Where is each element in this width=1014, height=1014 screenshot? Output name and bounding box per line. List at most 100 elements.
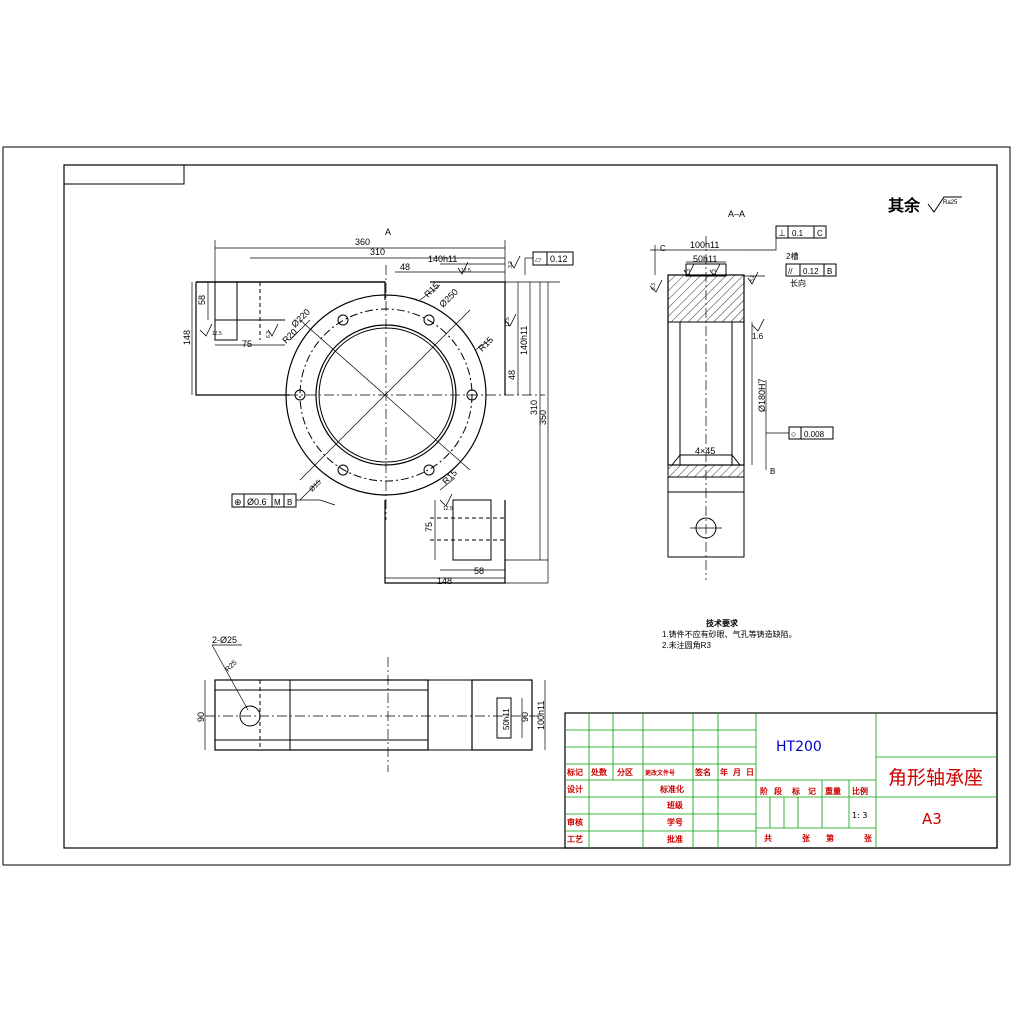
dim-140h11-right: 140h11 <box>519 326 529 355</box>
roughness-6: 12.5 <box>443 506 453 512</box>
perp-tol-symbol: ⊥ <box>778 228 786 238</box>
part-name: 角形轴承座 <box>888 767 983 789</box>
weight-label: 重量 <box>825 786 841 796</box>
scale-label: 比例 <box>852 786 868 796</box>
section-view: A–A <box>649 209 789 580</box>
bolt-hole <box>337 314 349 326</box>
perpendicularity-frame: ⊥ 0.1 C <box>775 225 827 239</box>
front-view: A <box>191 227 560 584</box>
row-label-6: 月 <box>732 768 741 777</box>
position-tolerance-frame: ⊕ Ø0.6 M B <box>231 493 320 508</box>
dim-dia250: Ø250 <box>437 287 460 310</box>
dim-50h11-section: 50h11 <box>693 254 717 264</box>
dim-holes: 2-Ø25 <box>212 635 237 645</box>
dim-90-right: 90 <box>520 712 530 722</box>
flatness-tol-value: 0.12 <box>550 254 568 264</box>
inner-frame <box>63 164 998 849</box>
sheets-label: 张 <box>802 834 811 843</box>
position-tol-value: Ø0.6 <box>247 497 267 507</box>
dim-100h11-top: 100h11 <box>536 701 546 730</box>
standardization-label: 标准化 <box>659 784 684 794</box>
flatness-tolerance-frame: ▱ 0.12 <box>524 251 574 275</box>
bolt-hole <box>423 464 435 476</box>
dim-148-left: 148 <box>182 330 192 345</box>
stage-label-3: 记 <box>808 786 816 796</box>
outer-frame <box>2 146 1011 866</box>
bolt-hole <box>423 314 435 326</box>
par-tol-note1: 2槽 <box>786 251 798 261</box>
material: HT200 <box>776 739 822 755</box>
sec-roughness-4: 3.2 <box>750 275 756 282</box>
roughness-2: 6.3 <box>266 331 272 338</box>
parallelism-frame: 2槽 // 0.12 B 长向 <box>785 251 837 288</box>
sec-roughness-3: 3.2 <box>712 269 718 276</box>
top-view <box>204 644 546 772</box>
dim-58-left: 58 <box>197 295 207 305</box>
perp-tol-datum: C <box>817 229 823 238</box>
stage-label-2: 标 <box>791 786 800 796</box>
dim-r25: R25 <box>224 659 238 673</box>
dim-75-bottom: 75 <box>424 522 434 532</box>
sec-roughness-2: 6.3 <box>686 269 692 276</box>
circ-tol-value: 0.008 <box>804 430 825 439</box>
total-label: 共 <box>764 833 772 843</box>
class-label: 班级 <box>667 800 684 810</box>
circ-tol-symbol: ○ <box>791 429 796 439</box>
scale-value: 1: 3 <box>852 811 867 820</box>
sheets2-label: 张 <box>864 834 873 843</box>
tech-req-title: 技术要求 <box>706 618 739 628</box>
review-label: 审核 <box>567 817 583 827</box>
sheet-size: A3 <box>922 810 942 828</box>
datum-c-label: C <box>660 244 666 253</box>
dim-58-bottom: 58 <box>474 566 484 576</box>
tech-req-line1: 1.铸件不应有砂眼、气孔等铸造缺陷。 <box>662 629 797 639</box>
position-tol-modifier: M <box>274 498 281 507</box>
position-tol-datum: B <box>287 498 292 507</box>
dim-350: 350 <box>538 410 548 425</box>
bolt-hole <box>337 464 349 476</box>
dim-310-top: 310 <box>370 247 385 257</box>
dim-48-top: 48 <box>400 262 410 272</box>
design-label: 设计 <box>567 784 583 794</box>
dim-r15-a: R15 <box>422 281 441 300</box>
dim-48-right: 48 <box>507 370 517 380</box>
circularity-frame: ○ 0.008 <box>788 426 834 440</box>
dim-360: 360 <box>355 237 370 247</box>
row-label-2: 分区 <box>617 767 633 777</box>
datum-b-label: B <box>770 467 775 476</box>
tech-req-line2: 2.未注圆角R3 <box>662 640 711 650</box>
dim-75-left: 75 <box>242 339 252 349</box>
dim-dia15: Ø15 <box>308 479 322 493</box>
roughness-5: 12.5 <box>505 317 511 327</box>
front-view-label: A <box>385 227 391 237</box>
roughness-3: 12.5 <box>461 268 471 274</box>
surface-finish-label: 其余 <box>888 196 921 215</box>
roughness-1: 12.5 <box>212 331 222 337</box>
row-label-7: 日 <box>746 768 754 777</box>
dim-90-left: 90 <box>196 712 206 722</box>
page-label: 第 <box>826 833 834 843</box>
section-view-text: 100h11 50h11 Ø180H7 4×45 C B 6.3 6.3 3.2… <box>651 240 775 476</box>
roughness-4: 3.2 <box>508 261 514 268</box>
dim-r15-b: R15 <box>476 335 495 354</box>
dim-310-right: 310 <box>529 400 539 415</box>
surface-finish-note: 其余 Ra25 <box>888 196 962 215</box>
row-label-4: 签名 <box>694 767 711 777</box>
position-tol-symbol: ⊕ <box>234 497 242 507</box>
sec-roughness-5: 1.6 <box>752 332 764 341</box>
row-label-5: 年 <box>720 767 728 777</box>
dim-140h11-top: 140h11 <box>428 254 457 264</box>
stage-label-0: 阶 <box>760 786 768 796</box>
dim-100h11-section: 100h11 <box>690 240 719 250</box>
dim-dia220: Ø220 <box>289 307 312 330</box>
row-label-3: 更改文件号 <box>645 769 675 777</box>
dim-chamfer: 4×45 <box>695 446 715 456</box>
par-tol-value: 0.12 <box>803 267 819 276</box>
approve-label: 批准 <box>667 834 683 844</box>
dim-r15-c: R15 <box>440 468 459 487</box>
section-view-label: A–A <box>728 209 745 219</box>
flatness-tol-symbol: ▱ <box>535 255 542 264</box>
dim-50h11-top: 50h11 <box>502 708 511 730</box>
par-tol-datum: B <box>827 267 832 276</box>
